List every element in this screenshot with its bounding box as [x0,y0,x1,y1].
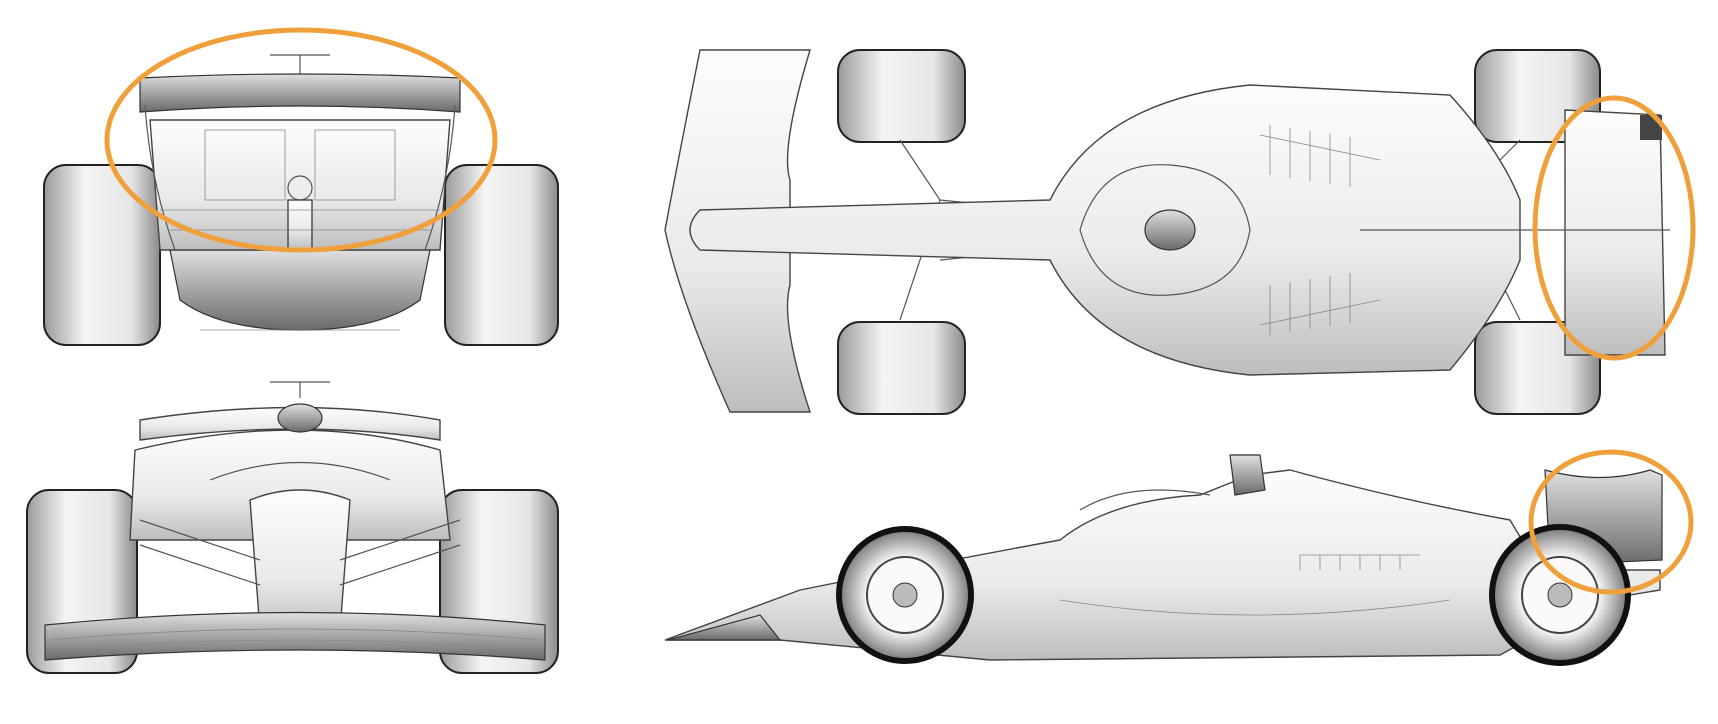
top-rear-wing [1564,109,1666,356]
rear-sidepod-left [204,129,286,201]
front-camera-mount [270,381,330,398]
top-halo [1079,164,1251,296]
rear-body [149,119,451,251]
front-body [129,429,451,541]
driver-helmet [1144,209,1196,251]
front-wing [44,611,546,661]
crash-structure [287,199,313,251]
rear-view [43,54,559,346]
highlight-rear-wing-rear-view [104,27,498,253]
side-details [1059,554,1451,616]
rear-right-tire [444,164,559,346]
side-view [664,454,1663,666]
top-front-left-tire [837,49,966,143]
front-view [26,381,559,674]
side-front-wheel [836,526,974,664]
rear-wing [139,73,461,113]
highlight-rear-wing-side-view [1528,449,1694,595]
cooling-louvres [1259,125,1381,335]
rear-wing-endplates [144,104,456,251]
rear-sidepod-right [314,129,396,201]
halo [209,461,391,481]
diffuser [169,249,431,331]
side-halo [1079,489,1211,511]
top-view [664,49,1670,415]
side-rear-wheel [1489,524,1631,666]
rear-detail-lines [160,209,440,331]
side-airbox [1229,454,1266,496]
airbox [277,403,323,433]
top-chassis [689,84,1521,376]
highlight-rear-wing-top-view [1532,95,1696,361]
side-front-wing [667,614,782,641]
rear-camera-mount [270,54,330,75]
rear-left-tire [43,164,161,346]
top-front-right-tire [837,321,966,415]
front-suspension [139,519,461,586]
front-wing-elements [49,628,541,651]
